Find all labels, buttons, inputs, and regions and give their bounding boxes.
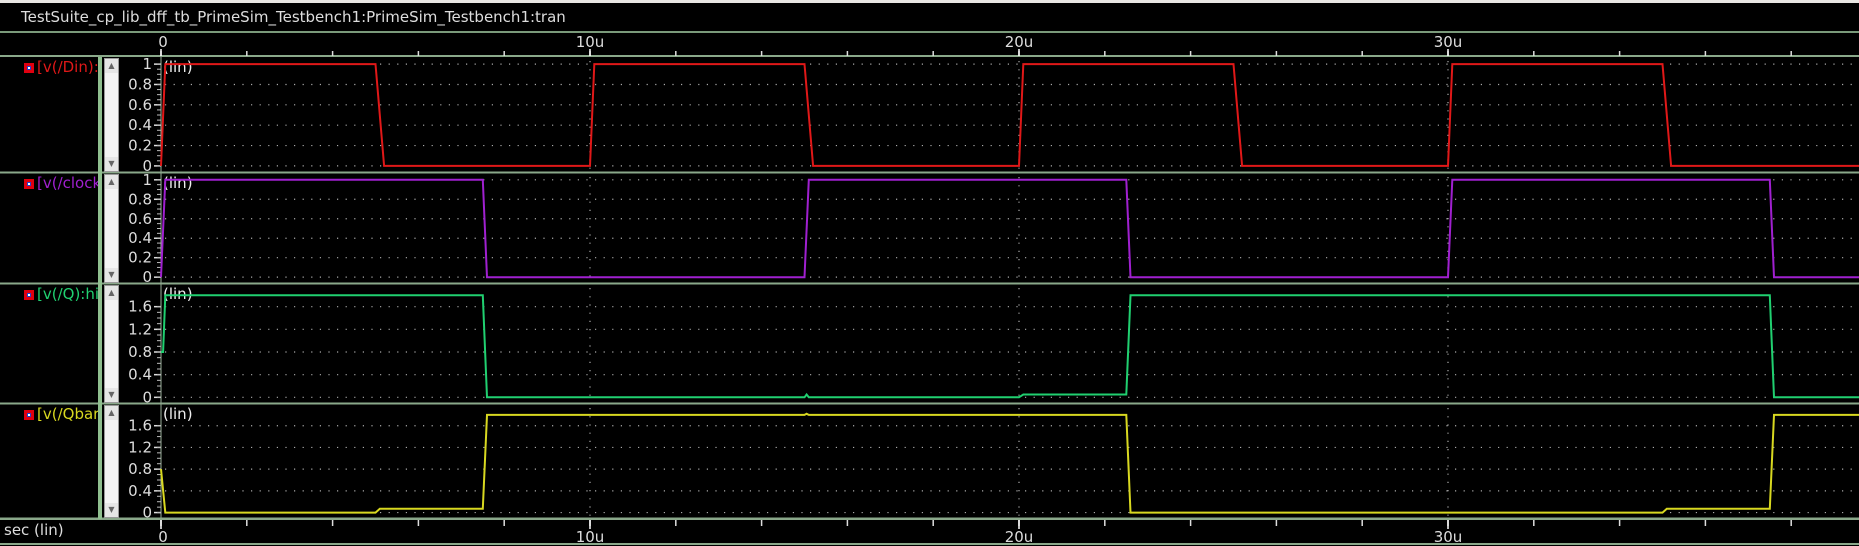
- y-tick-label: 0.6: [128, 210, 152, 228]
- trace-visibility-toggle[interactable]: [24, 63, 34, 73]
- y-tick-label: 0.4: [128, 229, 152, 247]
- bottom-axis-tick-label: 10u: [576, 528, 605, 546]
- panel-scrollbar[interactable]: ▲▼: [104, 285, 119, 403]
- scroll-up-arrow-icon[interactable]: ▲: [105, 175, 118, 189]
- y-tick-label: 0.4: [128, 482, 152, 500]
- y-tick-label: 0.8: [128, 75, 152, 93]
- trace-3: [160, 412, 1859, 514]
- panel-splitter[interactable]: [98, 284, 102, 404]
- x-axis-label: sec (lin): [4, 521, 64, 539]
- trace-0: [160, 63, 1859, 167]
- trace-label[interactable]: [v(/clock: [37, 174, 99, 192]
- bottom-axis-tick-label: 30u: [1434, 528, 1463, 546]
- panel-scrollbar[interactable]: ▲▼: [104, 174, 119, 283]
- y-tick-label: 1.2: [128, 320, 152, 338]
- y-tick-label: 0.8: [128, 190, 152, 208]
- y-tick-label: 0: [142, 388, 152, 406]
- trace-2: [161, 294, 1859, 399]
- y-tick-label: 0.2: [128, 137, 152, 155]
- y-tick-label: 0.8: [128, 460, 152, 478]
- trace-visibility-toggle[interactable]: [24, 290, 34, 300]
- window-title: TestSuite_cp_lib_dff_tb_PrimeSim_Testben…: [0, 3, 1859, 33]
- trace-visibility-toggle[interactable]: [24, 179, 34, 189]
- bottom-axis-tick-label: 0: [158, 528, 168, 546]
- y-tick-label: 1: [142, 171, 152, 189]
- y-tick-label: 0.4: [128, 116, 152, 134]
- top-ruler-tick-label: 0: [158, 33, 168, 51]
- top-ruler-tick-label: 20u: [1005, 33, 1034, 51]
- y-tick-label: 0.6: [128, 96, 152, 114]
- scroll-up-arrow-icon[interactable]: ▲: [105, 406, 118, 420]
- trace-label[interactable]: [v(/Qbar: [37, 405, 99, 423]
- window-top-edge: [0, 0, 1859, 3]
- panel-scrollbar[interactable]: ▲▼: [104, 405, 119, 518]
- trace-visibility-toggle[interactable]: [24, 410, 34, 420]
- y-tick-label: 1: [142, 55, 152, 73]
- scroll-up-arrow-icon[interactable]: ▲: [105, 286, 118, 300]
- y-tick-label: 0: [142, 504, 152, 522]
- scale-label: (lin): [163, 285, 193, 303]
- trace-1: [160, 178, 1859, 279]
- y-tick-label: 1.6: [128, 298, 152, 316]
- top-ruler-tick-label: 10u: [576, 33, 605, 51]
- scale-label: (lin): [163, 405, 193, 423]
- top-ruler-tick-label: 30u: [1434, 33, 1463, 51]
- scroll-down-arrow-icon[interactable]: ▼: [105, 157, 118, 171]
- bottom-axis-tick-label: 20u: [1005, 528, 1034, 546]
- trace-label[interactable]: [v(/Din):: [37, 58, 99, 76]
- window-title-text: TestSuite_cp_lib_dff_tb_PrimeSim_Testben…: [21, 8, 566, 26]
- panel-splitter[interactable]: [98, 57, 102, 173]
- scroll-down-arrow-icon[interactable]: ▼: [105, 388, 118, 402]
- y-tick-label: 0: [142, 268, 152, 286]
- scroll-down-arrow-icon[interactable]: ▼: [105, 268, 118, 282]
- y-tick-label: 1.6: [128, 417, 152, 435]
- y-tick-label: 0.2: [128, 249, 152, 267]
- y-tick-label: 0: [142, 157, 152, 175]
- scale-label: (lin): [163, 174, 193, 192]
- scale-label: (lin): [163, 58, 193, 76]
- y-tick-label: 0.8: [128, 343, 152, 361]
- trace-label[interactable]: [v(/Q):hi: [37, 285, 99, 303]
- y-tick-label: 0.4: [128, 366, 152, 384]
- scroll-down-arrow-icon[interactable]: ▼: [105, 503, 118, 517]
- scroll-up-arrow-icon[interactable]: ▲: [105, 59, 118, 73]
- panel-splitter[interactable]: [98, 173, 102, 284]
- panel-scrollbar[interactable]: ▲▼: [104, 58, 119, 172]
- panel-splitter[interactable]: [98, 404, 102, 519]
- y-tick-label: 1.2: [128, 438, 152, 456]
